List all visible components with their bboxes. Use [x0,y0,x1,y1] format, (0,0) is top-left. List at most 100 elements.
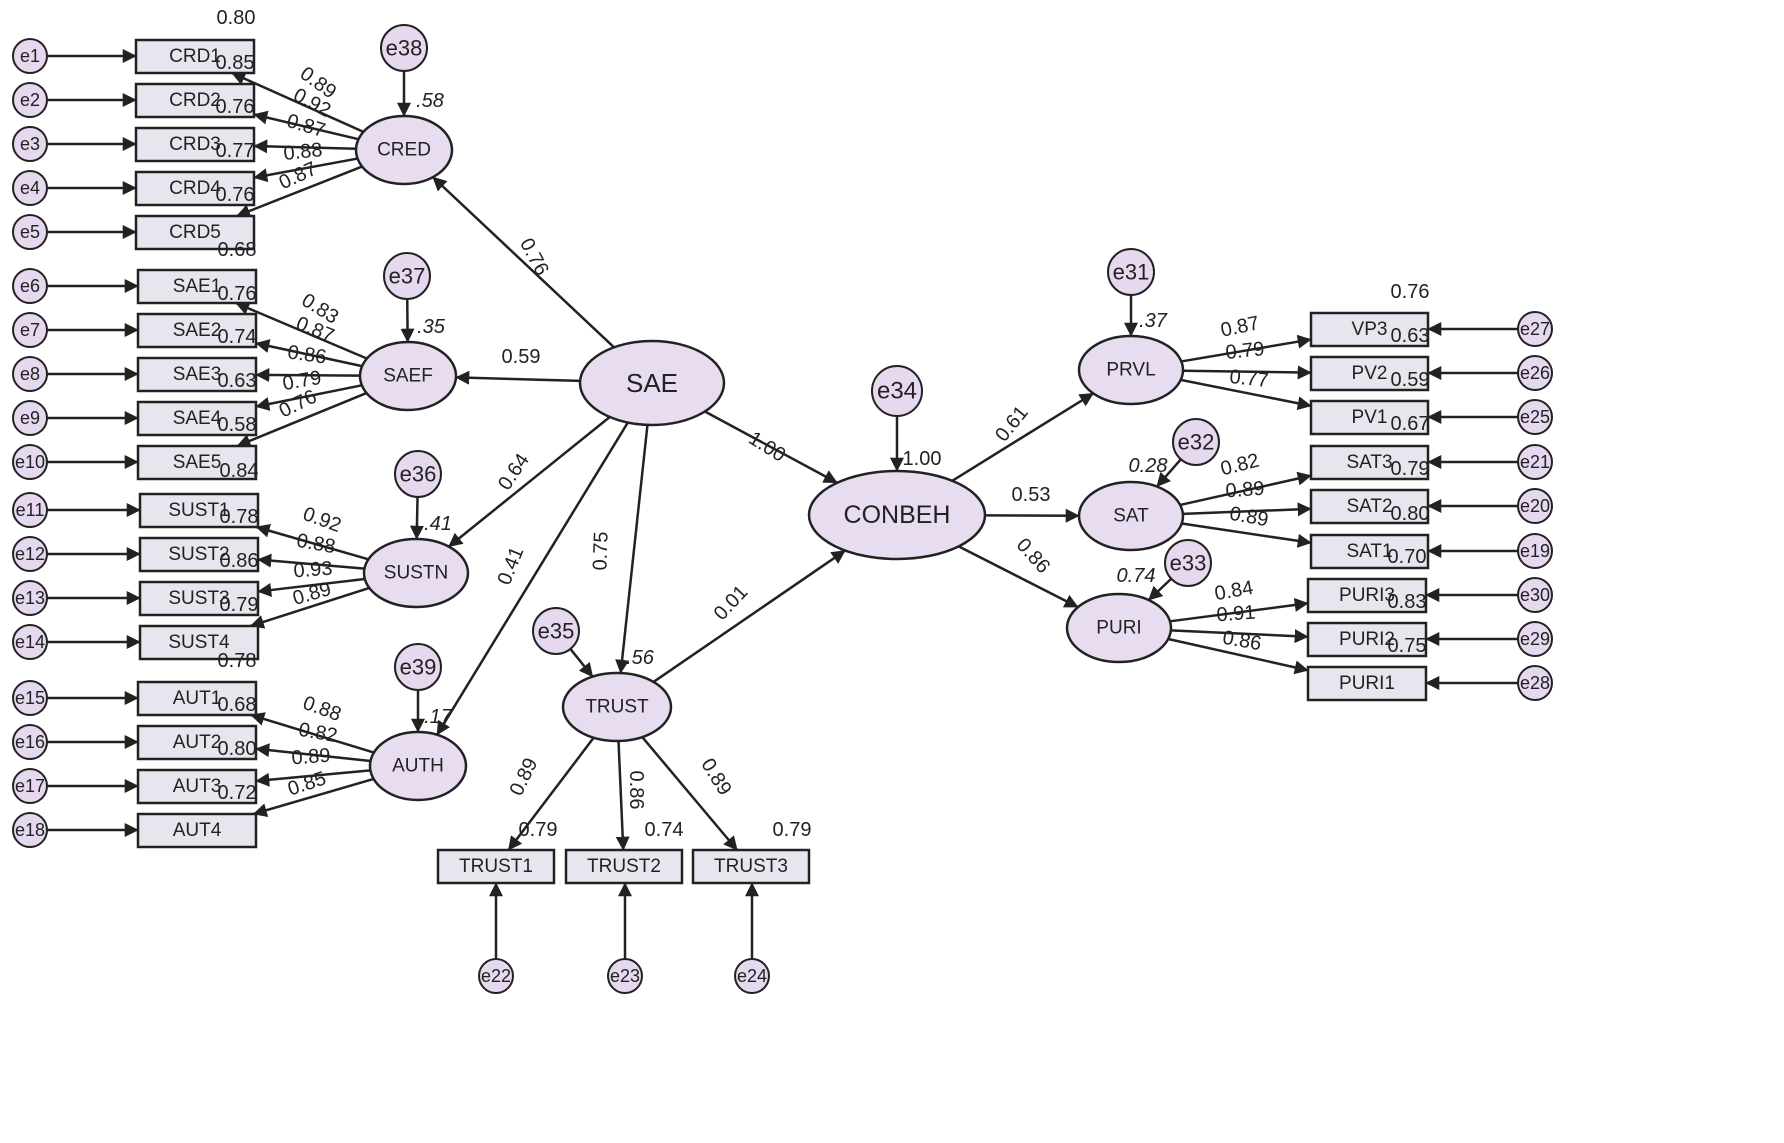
latent-trust: TRUST [561,671,673,743]
latent-sat: SAT [1077,480,1185,552]
error-e18: e18 [12,812,48,848]
error-e1: e1 [12,38,48,74]
indicator-sat2-box [1309,488,1430,525]
error-e39-circle [394,643,442,691]
indicator-sae2-box [136,312,258,349]
indicator-puri3-label: PURI3 [1339,585,1395,606]
error-e38-label: e38 [386,36,423,61]
indicator-sat3-label: SAT3 [1346,452,1392,473]
latent-sae-shape [578,339,726,427]
indicator-sust3-label: SUST3 [168,588,229,609]
r2-sust4: 0.79 [220,594,259,616]
indicator-aut3: AUT3 [136,768,258,805]
r2-latent-trust: .56 [626,647,655,669]
latent-saef-label: SAEF [383,366,433,387]
error-e37: e37 [383,252,431,300]
error-e28: e28 [1517,665,1553,701]
indicator-sust2-label: SUST2 [168,544,229,565]
error-e9-circle [12,400,48,436]
indicator-aut4: AUT4 [136,812,258,849]
error-e6-label: e6 [20,276,40,296]
error-e32-circle [1172,418,1220,466]
loading-saef-sae5 [236,391,367,448]
error-e11: e11 [12,492,48,528]
error-e10: e10 [12,444,48,480]
latent-prvl-label: PRVL [1106,360,1155,381]
indicator-puri3-box [1306,577,1428,614]
indicator-sae3-box [136,356,258,393]
error-e6: e6 [12,268,48,304]
r2-latent-conbeh: 1.00 [903,448,942,470]
r2-latent-auth: .17 [424,706,453,728]
error-e29-label: e29 [1520,629,1550,649]
indicator-sat3-box [1309,444,1430,481]
indicator-sat1: SAT1 [1309,533,1430,570]
loading-label-cred-5: 0.87 [276,158,321,194]
latent-sae-label: SAE [626,368,678,398]
latent-sat-label: SAT [1113,506,1149,527]
error-e3-circle [12,126,48,162]
error-e39: e39 [394,643,442,691]
loading-prvl-vp3 [1181,334,1312,363]
indicator-trust2-box [564,848,684,885]
r2-sust1: 0.84 [220,460,259,482]
error-e26-circle [1517,355,1553,391]
latent-cred-label: CRED [377,140,431,161]
coef-conbeh-prvl: 0.61 [991,402,1033,446]
loading-label-sustn-4: 0.89 [290,578,333,610]
indicator-trust1: TRUST1 [436,848,556,885]
r2-aut1: 0.78 [218,650,257,672]
error-e27-label: e27 [1520,319,1550,339]
r2-crd5: 0.76 [216,184,255,206]
loading-label-puri-2: 0.91 [1216,602,1256,627]
indicator-crd2: CRD2 [134,82,256,119]
path-sae-trust [615,424,649,674]
loading-label-prvl-2: 0.79 [1224,338,1265,364]
error-e23-circle [607,958,643,994]
error-e10-label: e10 [15,452,45,472]
path-trust-conbeh [652,549,846,683]
error-e4-circle [12,170,48,206]
path-sae-cred [432,176,615,349]
indicator-sat3: SAT3 [1309,444,1430,481]
error-e1-circle [12,38,48,74]
indicator-sae5-label: SAE5 [173,452,222,473]
indicator-sust3: SUST3 [138,580,260,617]
latent-sat-shape [1077,480,1185,552]
error-e13: e13 [12,580,48,616]
error-e7-label: e7 [20,320,40,340]
error-e14-label: e14 [15,632,45,652]
error-e9: e9 [12,400,48,436]
latent-prvl: PRVL [1077,334,1185,406]
error-e1-label: e1 [20,46,40,66]
loading-cred-crd4 [253,157,358,183]
latent-conbeh-label: CONBEH [844,501,951,529]
indicator-sust1-box [138,492,260,529]
loading-puri-puri1 [1167,637,1309,675]
error-e24: e24 [734,958,770,994]
indicator-sae5: SAE5 [136,444,258,481]
latent-sae: SAE [578,339,726,427]
loading-puri-puri2 [1170,629,1309,644]
coef-sae-auth: 0.41 [494,544,529,588]
error-e24-label: e24 [737,966,767,986]
indicator-crd1: CRD1 [134,38,256,75]
loading-label-trust-3: 0.89 [696,755,735,800]
indicator-crd4-box [134,170,256,207]
r2-pv2: 0.63 [1391,325,1430,347]
r2-puri3: 0.70 [1388,546,1427,568]
indicator-pv2-label: PV2 [1352,363,1388,384]
indicator-crd3-box [134,126,256,163]
loading-label-cred-4: 0.88 [282,139,323,165]
error-e16-label: e16 [15,732,45,752]
error-e22: e22 [478,958,514,994]
error-e28-circle [1517,665,1553,701]
path-sae-saef [455,370,581,385]
indicator-sae4-box [136,400,258,437]
indicator-crd3-label: CRD3 [169,134,221,155]
indicator-sae5-box [136,444,258,481]
loading-sat-sat2 [1182,502,1312,517]
loading-label-sat-3: 0.89 [1228,503,1270,531]
error-e32-label: e32 [1178,430,1215,455]
